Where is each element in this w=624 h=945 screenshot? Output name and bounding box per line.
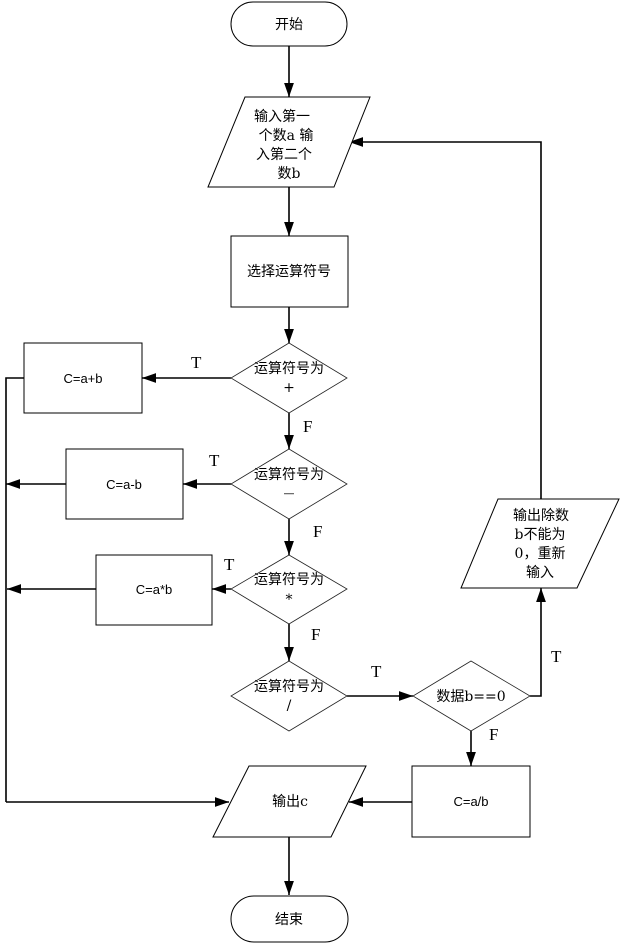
decision-plus-line-1: 运算符号为	[254, 361, 324, 377]
node-sub-label: C=a-b	[106, 477, 142, 492]
decision-div-line-2: /	[287, 698, 292, 714]
node-error-msg: 输出除数 b不能为 0，重新 输入	[460, 498, 620, 589]
node-mul: C=a*b	[95, 554, 213, 626]
node-div-label: C=a/b	[453, 794, 488, 809]
node-mul-label: C=a*b	[136, 582, 173, 597]
parallelogram-shape	[460, 498, 620, 589]
process-shape	[411, 765, 531, 838]
terminator-shape	[230, 1, 348, 47]
node-input-line-1: 输入第一	[254, 108, 310, 125]
node-error-line-2: b不能为	[515, 527, 566, 543]
label-zero-false: F	[489, 725, 498, 744]
diamond-shape	[230, 660, 348, 732]
decision-zero-label: 数据b==0	[436, 689, 505, 705]
decision-mult-line-1: 运算符号为	[254, 572, 324, 588]
node-input-ab: 输入第一 个数a 输 入第二个 数b	[207, 96, 371, 188]
diamond-shape	[412, 660, 531, 732]
parallelogram-shape	[212, 765, 367, 838]
decision-plus-line-2: +	[283, 380, 295, 396]
node-output-label: 输出c	[272, 794, 308, 810]
node-output-c: 输出c	[212, 765, 367, 838]
label-div-true: T	[371, 662, 382, 681]
terminator-shape	[230, 895, 349, 943]
diamond-shape	[230, 448, 348, 520]
decision-minus-line-2: —	[284, 487, 295, 500]
decision-div-line-1: 运算符号为	[254, 679, 324, 695]
node-input-line-4: 数b	[278, 166, 301, 182]
node-add-label: C=a+b	[63, 371, 102, 386]
edge-add-to-bus	[5, 377, 24, 802]
node-sub: C=a-b	[65, 448, 184, 520]
decision-plus: 运算符号为 +	[230, 342, 348, 414]
decision-minus-line-1: 运算符号为	[254, 467, 324, 483]
node-start-label: 开始	[275, 17, 303, 33]
process-shape	[230, 235, 349, 308]
decision-div: 运算符号为 /	[230, 660, 348, 732]
node-error-line-3: 0，重新	[515, 546, 566, 562]
node-select-op: 选择运算符号	[230, 235, 349, 308]
decision-mult-line-2: *	[286, 592, 293, 608]
node-select-op-label: 选择运算符号	[247, 264, 331, 280]
decision-minus: 运算符号为 —	[230, 448, 348, 520]
node-input-line-3: 入第二个	[256, 146, 312, 163]
node-error-line-1: 输出除数	[513, 508, 569, 524]
node-start: 开始	[230, 1, 348, 47]
decision-zero: 数据b==0	[412, 660, 531, 732]
node-end-label: 结束	[275, 912, 303, 928]
parallelogram-shape	[207, 96, 371, 188]
process-shape	[65, 448, 184, 520]
label-mult-false: F	[311, 625, 320, 644]
label-zero-true: T	[551, 647, 562, 666]
process-shape	[23, 342, 143, 414]
label-plus-false: F	[303, 417, 312, 436]
decision-mult: 运算符号为 *	[230, 554, 348, 625]
edges	[5, 46, 546, 895]
label-minus-false: F	[313, 522, 322, 541]
process-shape	[95, 554, 213, 626]
node-end: 结束	[230, 895, 349, 943]
label-minus-true: T	[209, 451, 220, 470]
node-div: C=a/b	[411, 765, 531, 838]
node-input-line-2: 个数a 输	[259, 128, 314, 144]
label-mult-true: T	[224, 555, 235, 574]
node-add: C=a+b	[23, 342, 143, 414]
edge-zero-to-error	[530, 588, 546, 697]
diamond-shape	[230, 554, 348, 625]
edge-error-to-input	[349, 137, 542, 499]
node-error-line-4: 输入	[526, 565, 554, 581]
edge-labels: T F T F T F T T F	[191, 353, 562, 744]
diamond-shape	[230, 342, 348, 414]
label-plus-true: T	[191, 353, 202, 372]
